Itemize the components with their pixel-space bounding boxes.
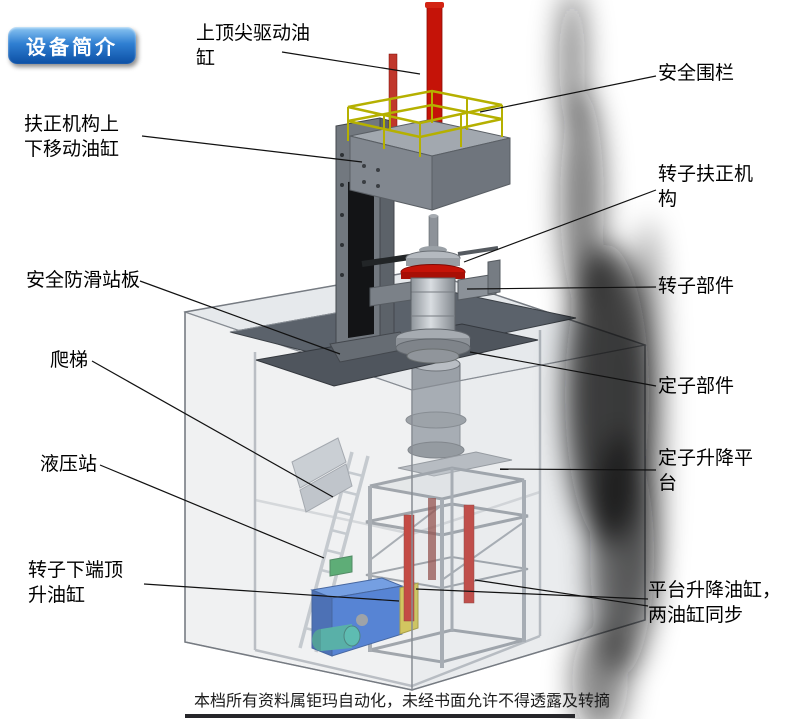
callout-stator-component: 定子部件 <box>658 376 735 397</box>
callout-rotor-centering-mechanism: 转子扶正机构 <box>658 164 754 210</box>
leader-lines <box>91 51 657 607</box>
top-drive-cylinder <box>388 2 444 131</box>
callout-centering-move-cylinder: 扶正机构上下移动油缸 <box>24 114 120 160</box>
callout-rotor-component: 转子部件 <box>658 276 735 297</box>
safety-fence-railing <box>347 89 503 157</box>
hydraulic-station-box <box>310 555 419 657</box>
callout-ladder: 爬梯 <box>50 350 89 371</box>
bottom-edge-line <box>185 714 575 718</box>
rotor-assembly <box>361 214 499 364</box>
chute-panels <box>291 437 353 513</box>
lift-platform-frame <box>365 466 529 668</box>
platform-lift-rods <box>403 498 475 622</box>
smoke-shadow <box>558 0 664 719</box>
callout-anti-slip-platform: 安全防滑站板 <box>26 270 141 291</box>
callout-platform-lift-cylinders: 平台升降油缸，两油缸同步 <box>648 580 782 626</box>
callout-hydraulic-station: 液压站 <box>40 454 98 475</box>
callout-rotor-bottom-jack-cylinder: 转子下端顶升油缸 <box>28 560 124 606</box>
rotor-centering-arms <box>369 259 501 307</box>
confidentiality-footer: 本档所有资料属钜玛自动化，未经书面允许不得透露及转摘 <box>193 693 610 710</box>
callout-safety-fence: 安全围栏 <box>658 63 735 84</box>
callout-stator-lift-platform: 定子升降平台 <box>658 448 754 494</box>
equipment-intro-badge: 设备简介 <box>8 27 136 64</box>
callout-top-center-cylinder: 上顶尖驱动油缸 <box>196 23 311 69</box>
